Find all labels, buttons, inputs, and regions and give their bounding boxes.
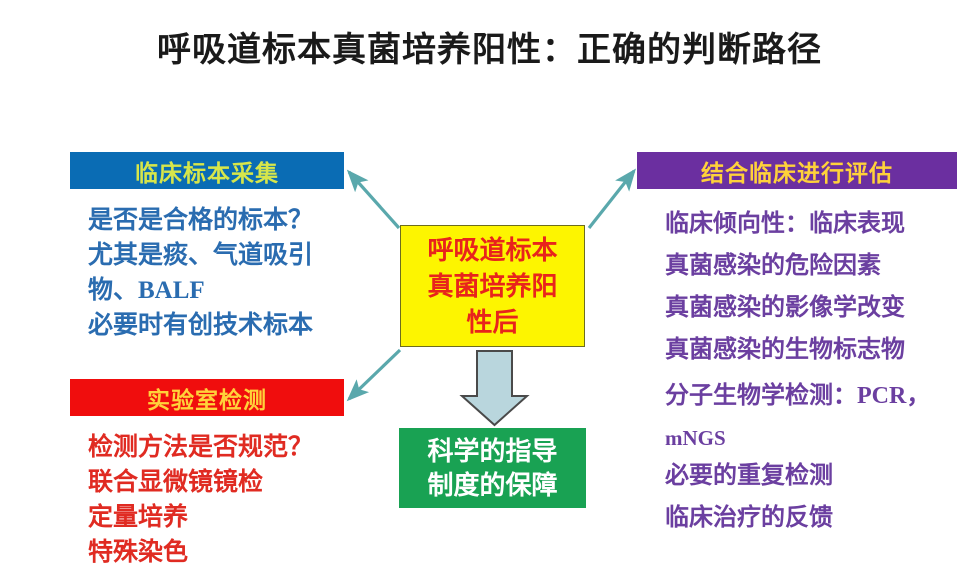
panel-header-lab-testing-label: 实验室检测	[147, 386, 267, 413]
panel-line: 检测方法是否规范？	[88, 434, 314, 461]
panel-line-continuation: mNGS	[665, 426, 726, 450]
panel-line: 临床倾向性：临床表现	[665, 211, 905, 237]
page-title: 呼吸道标本真菌培养阳性：正确的判断路径	[157, 31, 822, 69]
arrow-center-to-lab-testing	[346, 348, 402, 402]
conclusion-line: 科学的指导	[427, 436, 558, 466]
panel-header-clinical-evaluation-label: 结合临床进行评估	[701, 159, 893, 186]
panel-line: 必要时有创技术标本	[88, 312, 314, 339]
panel-line: 特殊染色	[88, 539, 189, 566]
panel-line: 定量培养	[88, 504, 189, 531]
panel-line: 临床治疗的反馈	[665, 505, 833, 531]
center-node-line: 性后	[466, 307, 519, 337]
panel-header-clinical-sampling: 临床标本采集	[70, 152, 344, 189]
panel-header-lab-testing: 实验室检测	[70, 379, 344, 416]
panel-line: 联合显微镜镜检	[88, 469, 264, 496]
panel-line: 真菌感染的危险因素	[665, 253, 881, 279]
arrow-center-to-conclusion	[459, 350, 530, 427]
center-node-line: 呼吸道标本	[427, 235, 558, 265]
panel-body-clinical-evaluation: 临床倾向性：临床表现 真菌感染的危险因素 真菌感染的影像学改变 真菌感染的生物标…	[665, 203, 965, 539]
center-node-line: 真菌培养阳	[427, 271, 558, 301]
arrow-center-to-clinical-evaluation	[587, 168, 636, 229]
center-yellow-node: 呼吸道标本 真菌培养阳 性后	[400, 225, 585, 347]
panel-line: 物、BALF	[88, 277, 205, 304]
panel-header-clinical-evaluation: 结合临床进行评估	[637, 152, 957, 189]
panel-body-lab-testing: 检测方法是否规范？ 联合显微镜镜检 定量培养 特殊染色	[88, 430, 358, 570]
conclusion-green-node: 科学的指导 制度的保障	[399, 428, 586, 508]
conclusion-line: 制度的保障	[427, 470, 558, 500]
panel-line: 真菌感染的影像学改变	[665, 295, 905, 321]
panel-line: 真菌感染的生物标志物	[665, 337, 905, 363]
panel-body-clinical-sampling: 是否是合格的标本？ 尤其是痰、气道吸引 物、BALF 必要时有创技术标本	[88, 203, 358, 343]
panel-line: 分子生物学检测：PCR，	[665, 383, 931, 409]
panel-header-clinical-sampling-label: 临床标本采集	[135, 159, 279, 186]
panel-line: 尤其是痰、气道吸引	[88, 242, 314, 269]
panel-line: 是否是合格的标本？	[88, 207, 314, 234]
panel-line: 必要的重复检测	[665, 463, 833, 489]
